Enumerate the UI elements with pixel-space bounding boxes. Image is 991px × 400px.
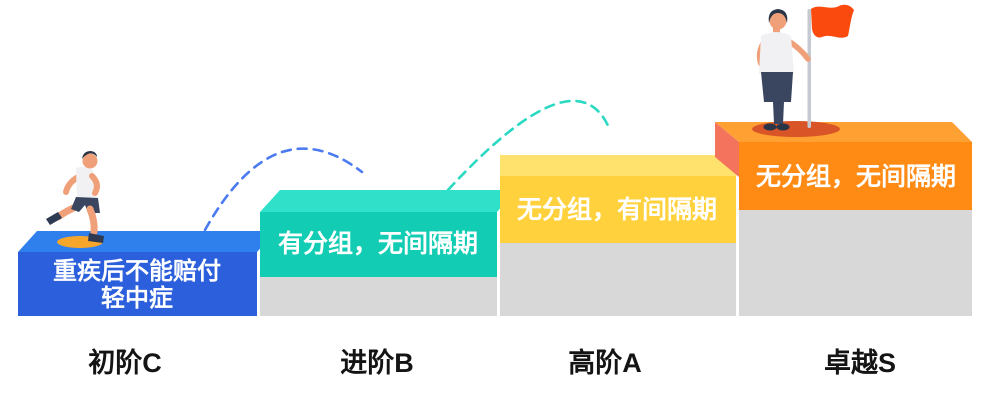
step-b-top-face [260, 190, 516, 212]
flag-person-neck [773, 25, 780, 34]
step-a-front-face [500, 176, 736, 243]
flag-person-hair [768, 9, 788, 23]
pedestal-step-a [500, 243, 736, 316]
step-a-box [500, 155, 754, 243]
pedestal-step-b [260, 277, 497, 316]
step-s-top-face [715, 122, 972, 142]
runner-back-arm [63, 174, 81, 195]
step-c-caption-line2: 轻中症 [101, 284, 173, 312]
step-c-front-face [18, 252, 257, 316]
pedestal-step-s [739, 210, 972, 316]
step-b-box [260, 190, 516, 277]
tier-label-a: 高阶A [568, 347, 642, 378]
step-a-top-face [500, 155, 754, 176]
jump-arc-b-to-a [446, 99, 612, 192]
running-person-icon [46, 151, 104, 248]
tier-label-s: 卓越S [824, 348, 896, 378]
flag-person-right-shoe [776, 123, 790, 131]
step-s-side-face [715, 122, 739, 177]
red-flag-icon [811, 4, 854, 38]
flag-pole [807, 9, 811, 128]
step-b-front-face [260, 212, 497, 277]
step-a-caption: 无分组，有间隔期 [517, 196, 717, 224]
flag-person-pants [761, 72, 793, 124]
runner-front-shoe [88, 233, 104, 243]
runner-shorts [71, 197, 100, 213]
runner-head [82, 153, 98, 169]
flag-person-left-shoe [763, 123, 777, 131]
step-b-caption: 有分组，无间隔期 [278, 230, 478, 258]
step-s-caption: 无分组，无间隔期 [756, 163, 956, 191]
step-c-top-face [18, 231, 276, 252]
step-s-front-face [739, 142, 972, 210]
flag-person-shirt [759, 32, 794, 74]
flag-person-icon [752, 4, 854, 137]
runner-hair [82, 151, 97, 159]
tier-label-c: 初阶C [88, 348, 162, 378]
flag-person-head [769, 12, 787, 30]
runner-front-leg [86, 205, 98, 236]
step-c-caption-line1: 重疾后不能赔付 [53, 257, 221, 285]
tier-label-b: 进阶B [340, 348, 414, 378]
jump-arc-c-to-b [203, 147, 364, 232]
gray-pedestals [260, 210, 972, 316]
runner-back-shoe [46, 212, 62, 225]
runner-front-arm [89, 173, 100, 196]
